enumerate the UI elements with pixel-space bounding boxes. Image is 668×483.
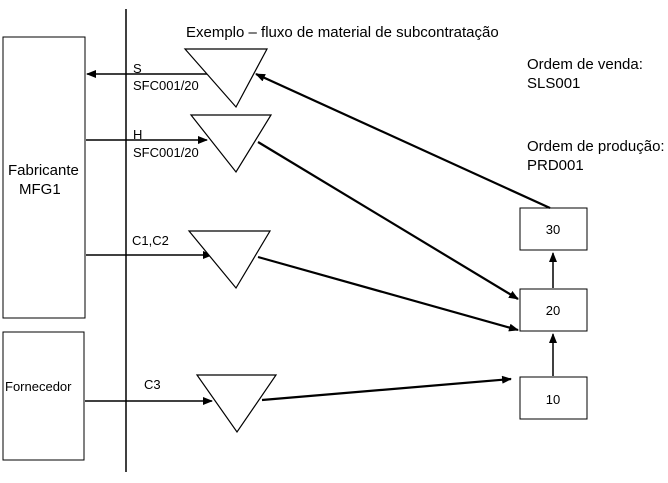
flow-h-order: SFC001/20 (133, 145, 199, 160)
flow-triangle-h-to-20 (257, 141, 519, 300)
flow-c12-item: C1,C2 (132, 233, 169, 248)
operation-10-label: 10 (546, 392, 560, 407)
flow-h-item: H (133, 127, 142, 142)
manufacturer-name: Fabricante (8, 162, 79, 179)
supplier-box (2, 331, 85, 461)
operation-box-30 (519, 207, 588, 251)
inventory-triangle-c3 (195, 374, 278, 434)
operation-20-label: 20 (546, 303, 560, 318)
manufacturer-code: MFG1 (19, 181, 61, 198)
flow-triangle-c3-to-10 (261, 375, 512, 402)
operation-box-20 (519, 288, 588, 332)
production-order-value: PRD001 (527, 157, 584, 174)
flow-s-item: S (133, 61, 142, 76)
production-order-label: Ordem de produção: (527, 138, 665, 155)
manufacturer-box (2, 36, 86, 319)
inventory-triangle-c12 (187, 230, 272, 290)
supplier-name: Fornecedor (5, 379, 72, 394)
inventory-triangle-s (183, 48, 269, 109)
sales-order-label: Ordem de venda: (527, 56, 643, 73)
flow-s-order: SFC001/20 (133, 78, 199, 93)
flow-30-to-triangle-s (255, 72, 551, 210)
operation-30-label: 30 (546, 222, 560, 237)
flow-c3-item: C3 (144, 377, 161, 392)
flow-triangle-c12-to-20 (257, 255, 519, 332)
diagram-title: Exemplo – fluxo de material de subcontra… (186, 24, 499, 41)
sales-order-value: SLS001 (527, 75, 580, 92)
operation-box-10 (519, 376, 588, 420)
inventory-triangle-h (189, 114, 273, 174)
